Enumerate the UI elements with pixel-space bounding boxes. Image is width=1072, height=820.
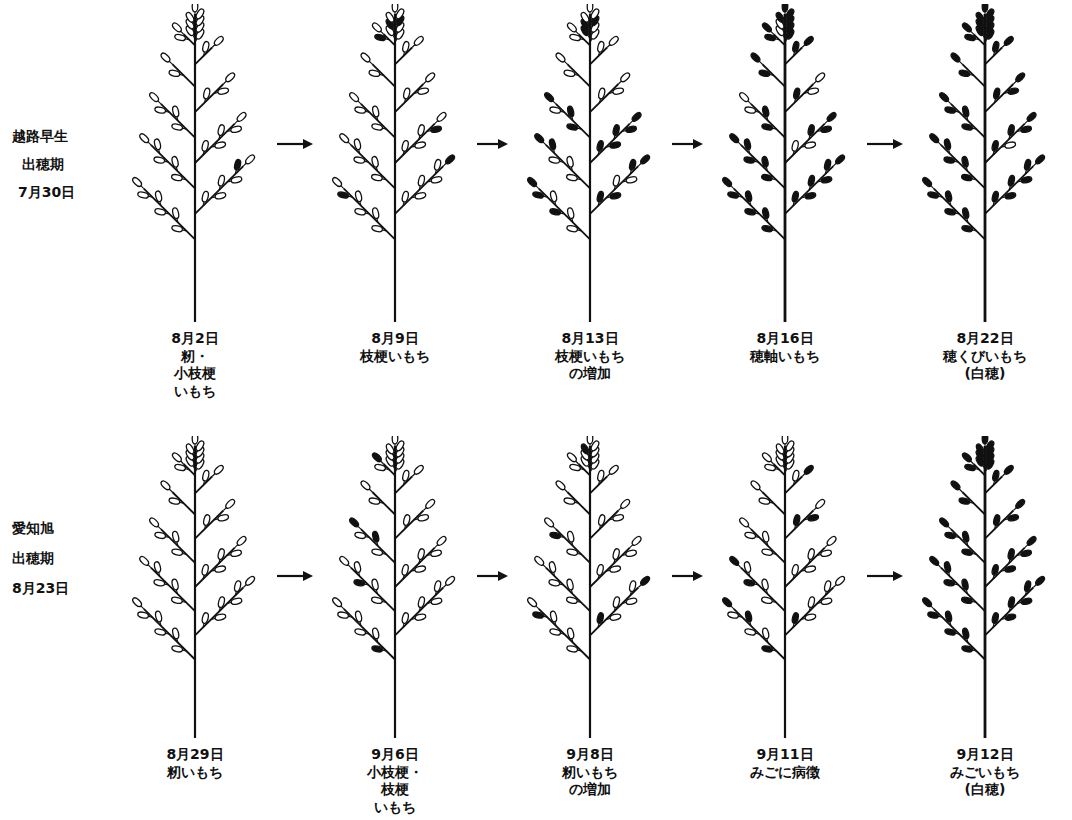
rice-panicle bbox=[115, 436, 275, 742]
panicle-stage: 9月11日みごに病徴 bbox=[705, 436, 865, 781]
rice-panicle bbox=[315, 4, 475, 326]
panicle-stage: 8月2日籾・小枝梗 いもち bbox=[115, 4, 275, 400]
date-label: 8月13日 bbox=[561, 330, 618, 348]
panicle-stage: 8月13日枝梗いもち の増加 bbox=[510, 4, 670, 383]
rice-panicle bbox=[705, 4, 865, 326]
progress-arrow bbox=[867, 139, 903, 149]
symptom-label: 籾いもち bbox=[167, 764, 223, 782]
row-label: 8月23日 bbox=[12, 580, 69, 597]
date-label: 8月29日 bbox=[166, 746, 223, 764]
date-label: 9月6日 bbox=[371, 746, 418, 764]
rice-panicle bbox=[905, 4, 1065, 326]
symptom-label: 枝梗いもち の増加 bbox=[555, 348, 625, 383]
date-label: 8月9日 bbox=[371, 330, 418, 348]
panicle-stage: 8月22日穂くびいもち (白穂) bbox=[905, 4, 1065, 383]
panicle-stage: 9月8日籾いもち の増加 bbox=[510, 436, 670, 799]
panicle-stage: 8月9日枝梗いもち bbox=[315, 4, 475, 365]
date-label: 9月11日 bbox=[756, 746, 813, 764]
rice-panicle bbox=[510, 4, 670, 326]
symptom-label: みごいもち (白穂) bbox=[950, 764, 1020, 799]
rice-panicle bbox=[315, 436, 475, 742]
symptom-label: 小枝梗・枝梗 いもち bbox=[367, 764, 423, 817]
rice-panicle bbox=[115, 4, 275, 326]
rice-panicle bbox=[905, 436, 1065, 742]
progress-arrow bbox=[672, 571, 703, 581]
row-label: 7月30日 bbox=[18, 184, 75, 201]
row-label: 出穂期 bbox=[12, 550, 54, 567]
progress-arrow bbox=[477, 139, 508, 149]
progress-arrow bbox=[277, 571, 313, 581]
symptom-label: 穂軸いもち bbox=[750, 348, 820, 366]
progress-arrow bbox=[277, 139, 313, 149]
date-label: 8月16日 bbox=[756, 330, 813, 348]
row-label: 愛知旭 bbox=[12, 520, 54, 537]
symptom-label: 枝梗いもち bbox=[360, 348, 430, 366]
rice-panicle bbox=[510, 436, 670, 742]
progress-arrow bbox=[477, 571, 508, 581]
progress-arrow bbox=[672, 139, 703, 149]
symptom-label: みごに病徴 bbox=[750, 764, 820, 782]
date-label: 8月22日 bbox=[956, 330, 1013, 348]
progress-arrow bbox=[867, 571, 903, 581]
date-label: 9月8日 bbox=[566, 746, 613, 764]
symptom-label: 穂くびいもち (白穂) bbox=[943, 348, 1027, 383]
panicle-stage: 8月16日穂軸いもち bbox=[705, 4, 865, 365]
panicle-stage: 8月29日籾いもち bbox=[115, 436, 275, 781]
symptom-label: 籾・小枝梗 いもち bbox=[174, 348, 216, 401]
panicle-stage: 9月12日みごいもち (白穂) bbox=[905, 436, 1065, 799]
date-label: 8月2日 bbox=[171, 330, 218, 348]
symptom-label: 籾いもち の増加 bbox=[562, 764, 618, 799]
row-label: 出穂期 bbox=[22, 156, 64, 173]
date-label: 9月12日 bbox=[956, 746, 1013, 764]
row-label: 越路早生 bbox=[12, 128, 68, 145]
panicle-stage: 9月6日小枝梗・枝梗 いもち bbox=[315, 436, 475, 816]
rice-panicle bbox=[705, 436, 865, 742]
